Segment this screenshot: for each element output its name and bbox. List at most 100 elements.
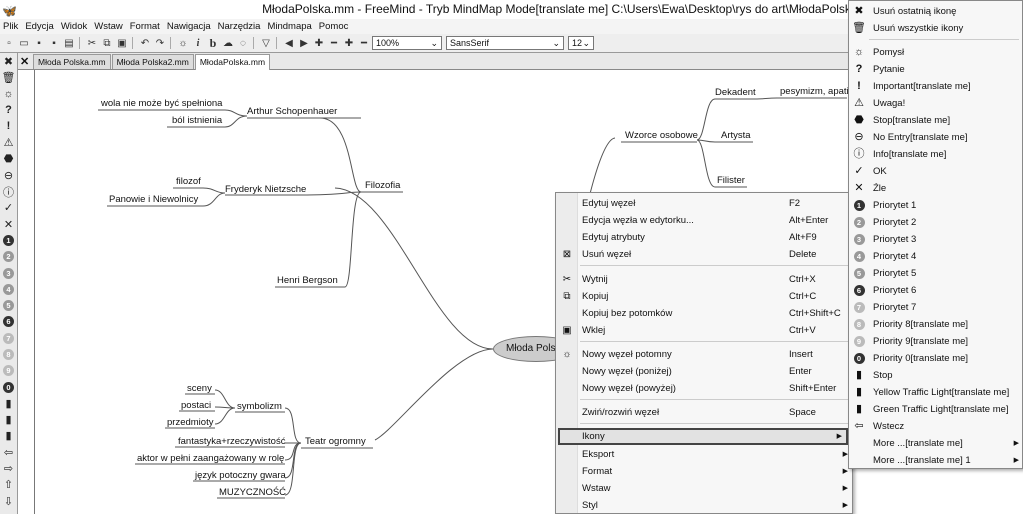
bulb-icon[interactable]: ☼ (178, 37, 188, 49)
node-sceny[interactable]: sceny (187, 383, 212, 394)
icon-warning[interactable]: ⚠Uwaga! (849, 95, 1022, 112)
tab-mloda-polska2[interactable]: Młoda Polska2.mm (111, 54, 194, 69)
speech-icon[interactable]: ◌ (240, 37, 246, 49)
ctx-insert-submenu[interactable]: Wstaw▶ (556, 480, 852, 497)
icon-more-submenu-1[interactable]: More ...[translate me] 1▶ (849, 452, 1022, 469)
expand-icon[interactable]: ✚ (344, 37, 354, 49)
check-icon[interactable]: ✓ (3, 202, 14, 215)
arrow-left-icon[interactable]: ⇦ (3, 446, 14, 459)
zoom-in-icon[interactable]: ✚ (314, 37, 324, 49)
arrow-up-icon[interactable]: ⇧ (3, 479, 14, 492)
node-symbolizm[interactable]: symbolizm (237, 401, 282, 412)
node-fantastyka[interactable]: fantastyka+rzeczywistość (178, 436, 286, 447)
node-bergson[interactable]: Henri Bergson (277, 275, 338, 286)
priority-1-icon[interactable]: 1 (0, 232, 17, 248)
node-filister[interactable]: Filister (717, 175, 745, 186)
stop-icon[interactable]: ⬣ (3, 153, 14, 166)
node-panowie[interactable]: Panowie i Niewolnicy (109, 194, 199, 205)
node-muzycznosc[interactable]: MUZYCZNOŚĆ (219, 487, 287, 498)
menu-mindmapa[interactable]: Mindmapa (267, 21, 312, 32)
priority-4-icon[interactable]: 4 (0, 281, 17, 297)
priority-2-icon[interactable]: 2 (0, 249, 17, 265)
icon-traffic-stop[interactable]: ▮Stop (849, 367, 1022, 384)
icon-remove-all[interactable]: 🗑Usuń wszystkie ikony (849, 20, 1022, 37)
bulb-icon[interactable]: ☼ (3, 87, 14, 100)
node-postaci[interactable]: postaci (181, 400, 212, 411)
font-size-select[interactable]: 12⌄ (568, 36, 594, 50)
zoom-select[interactable]: 100%⌄ (372, 36, 442, 50)
node-jezyk[interactable]: język potoczny gwara (195, 470, 286, 481)
no-entry-icon[interactable]: ⊖ (3, 169, 14, 182)
icon-no-entry[interactable]: ⊖No Entry[translate me] (849, 129, 1022, 146)
menu-narzedzia[interactable]: Narzędzia (217, 21, 261, 32)
print-icon[interactable]: ▤ (64, 37, 74, 49)
node-wola[interactable]: wola nie może być spełniona (101, 98, 223, 109)
collapse-icon[interactable]: ━ (360, 37, 368, 49)
arrow-right-icon[interactable]: ⇨ (3, 463, 14, 476)
menu-format[interactable]: Format (129, 21, 160, 32)
icon-traffic-yellow[interactable]: ▮Yellow Traffic Light[translate me] (849, 384, 1022, 401)
priority-0-icon[interactable]: 0 (0, 379, 17, 395)
zoom-out-icon[interactable]: ━ (330, 37, 338, 49)
icon-remove-last[interactable]: ✖Usuń ostatnią ikonę (849, 3, 1022, 20)
node-artysta[interactable]: Artysta (721, 130, 751, 141)
back-icon[interactable]: ◀ (285, 37, 293, 49)
node-przedmioty[interactable]: przedmioty (167, 417, 214, 428)
wrong-icon[interactable]: ✕ (3, 218, 14, 231)
new-file-icon[interactable]: ▫ (7, 37, 11, 49)
bold-icon[interactable]: b (209, 35, 217, 50)
ctx-format-submenu[interactable]: Format▶ (556, 463, 852, 480)
icon-back[interactable]: ⇦Wstecz (849, 418, 1022, 435)
info-icon[interactable]: ⓘ (3, 186, 14, 199)
icon-stop-sign[interactable]: ⬣Stop[translate me] (849, 112, 1022, 129)
node-bol[interactable]: ból istnienia (172, 115, 223, 126)
icon-wrong[interactable]: ✕Źle (849, 180, 1022, 197)
icon-more-submenu[interactable]: More ...[translate me]▶ (849, 435, 1022, 452)
node-schopenhauer[interactable]: Arthur Schopenhauer (247, 106, 338, 117)
tab-mloda-polska[interactable]: Młoda Polska.mm (33, 54, 111, 69)
traffic-light-red-icon[interactable]: ▮ (5, 397, 12, 410)
italic-icon[interactable]: i (196, 37, 200, 49)
font-select[interactable]: SansSerif⌄ (446, 36, 564, 50)
node-pesymizm[interactable]: pesymizm, apati (780, 86, 849, 97)
priority-5-icon[interactable]: 5 (0, 297, 17, 313)
copy-icon[interactable]: ⧉ (103, 37, 111, 49)
paste-icon[interactable]: ▣ (117, 37, 127, 49)
priority-9-icon[interactable]: 9 (0, 363, 17, 379)
question-icon[interactable]: ? (5, 104, 12, 117)
warning-icon[interactable]: ⚠ (3, 137, 14, 150)
icon-idea[interactable]: ☼Pomysł (849, 44, 1022, 61)
trash-icon[interactable]: 🗑 (1, 71, 16, 84)
cut-icon[interactable]: ✂ (87, 37, 97, 49)
node-filozof[interactable]: filozof (176, 176, 201, 187)
arrow-down-icon[interactable]: ⇩ (3, 495, 14, 508)
node-filozofia[interactable]: Filozofia (365, 180, 401, 191)
node-aktor[interactable]: aktor w pełni zaangażowany w rolę (137, 453, 285, 464)
menu-nawigacja[interactable]: Nawigacja (166, 21, 211, 32)
node-nietzsche[interactable]: Fryderyk Nietzsche (225, 184, 307, 195)
ctx-icons-submenu[interactable]: Ikony▶ (558, 428, 848, 445)
save-as-icon[interactable]: ▪ (52, 37, 56, 49)
menu-pomoc[interactable]: Pomoc (318, 21, 349, 32)
node-dekadent[interactable]: Dekadent (715, 87, 756, 98)
ctx-export-submenu[interactable]: Eksport▶ (556, 446, 852, 463)
icon-traffic-green[interactable]: ▮Green Traffic Light[translate me] (849, 401, 1022, 418)
icon-ok[interactable]: ✓OK (849, 163, 1022, 180)
forward-icon[interactable]: ▶ (300, 37, 308, 49)
ctx-new-sibling-below[interactable]: Nowy węzeł (poniżej)Enter (556, 363, 852, 380)
